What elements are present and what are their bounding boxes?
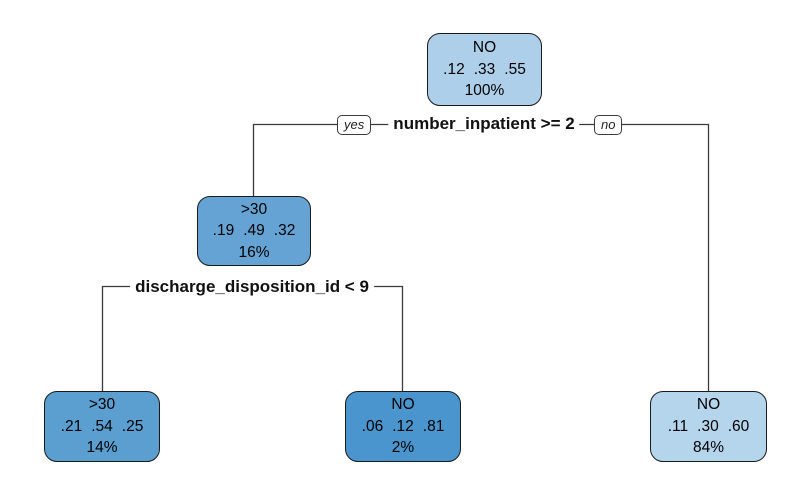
node-probabilities: .06 .12 .81 bbox=[362, 416, 445, 438]
prob-value: .19 bbox=[212, 222, 235, 240]
prob-value: .21 bbox=[60, 417, 83, 435]
prob-value: .12 bbox=[392, 417, 414, 435]
edge-split-1 bbox=[252, 123, 710, 391]
prob-value: .11 bbox=[667, 417, 689, 435]
node-class-label: >30 bbox=[240, 200, 268, 218]
prob-value: .49 bbox=[243, 222, 265, 240]
node-coverage: 16% bbox=[238, 243, 270, 261]
split-condition-1: number_inpatient >= 2 bbox=[388, 114, 580, 133]
prob-value: .54 bbox=[91, 417, 113, 435]
node-probabilities: .12 .33 .55 bbox=[443, 59, 526, 81]
node-coverage: 84% bbox=[692, 439, 725, 457]
prob-value: .06 bbox=[361, 417, 384, 435]
node-class-label: >30 bbox=[88, 396, 116, 414]
node-class-label: NO bbox=[391, 396, 415, 414]
prob-value: .25 bbox=[121, 417, 144, 435]
tree-node-internal: >30 .19 .49 .32 16% bbox=[197, 196, 311, 266]
node-coverage: 2% bbox=[391, 439, 415, 457]
prob-value: .32 bbox=[273, 222, 296, 240]
prob-value: .55 bbox=[504, 60, 526, 78]
prob-value: .33 bbox=[473, 60, 496, 78]
split-condition-2: discharge_disposition_id < 9 bbox=[130, 277, 374, 296]
branch-label-yes: yes bbox=[337, 115, 372, 135]
branch-label-no: no bbox=[594, 115, 623, 135]
tree-leaf-left: >30 .21 .54 .25 14% bbox=[44, 391, 160, 462]
prob-value: .30 bbox=[697, 417, 719, 435]
edge-split-2 bbox=[101, 285, 404, 391]
node-class-label: NO bbox=[472, 39, 497, 57]
prob-value: .81 bbox=[422, 417, 445, 435]
prob-value: .60 bbox=[727, 417, 750, 435]
node-probabilities: .19 .49 .32 bbox=[213, 220, 296, 242]
node-coverage: 100% bbox=[464, 82, 505, 100]
tree-leaf-middle: NO .06 .12 .81 2% bbox=[345, 391, 461, 462]
node-coverage: 14% bbox=[86, 439, 118, 457]
node-probabilities: .11 .30 .60 bbox=[668, 416, 750, 438]
node-probabilities: .21 .54 .25 bbox=[61, 416, 144, 438]
node-class-label: NO bbox=[696, 396, 721, 414]
tree-node-root: NO .12 .33 .55 100% bbox=[427, 33, 542, 106]
tree-leaf-right: NO .11 .30 .60 84% bbox=[650, 391, 767, 462]
prob-value: .12 bbox=[443, 60, 465, 78]
